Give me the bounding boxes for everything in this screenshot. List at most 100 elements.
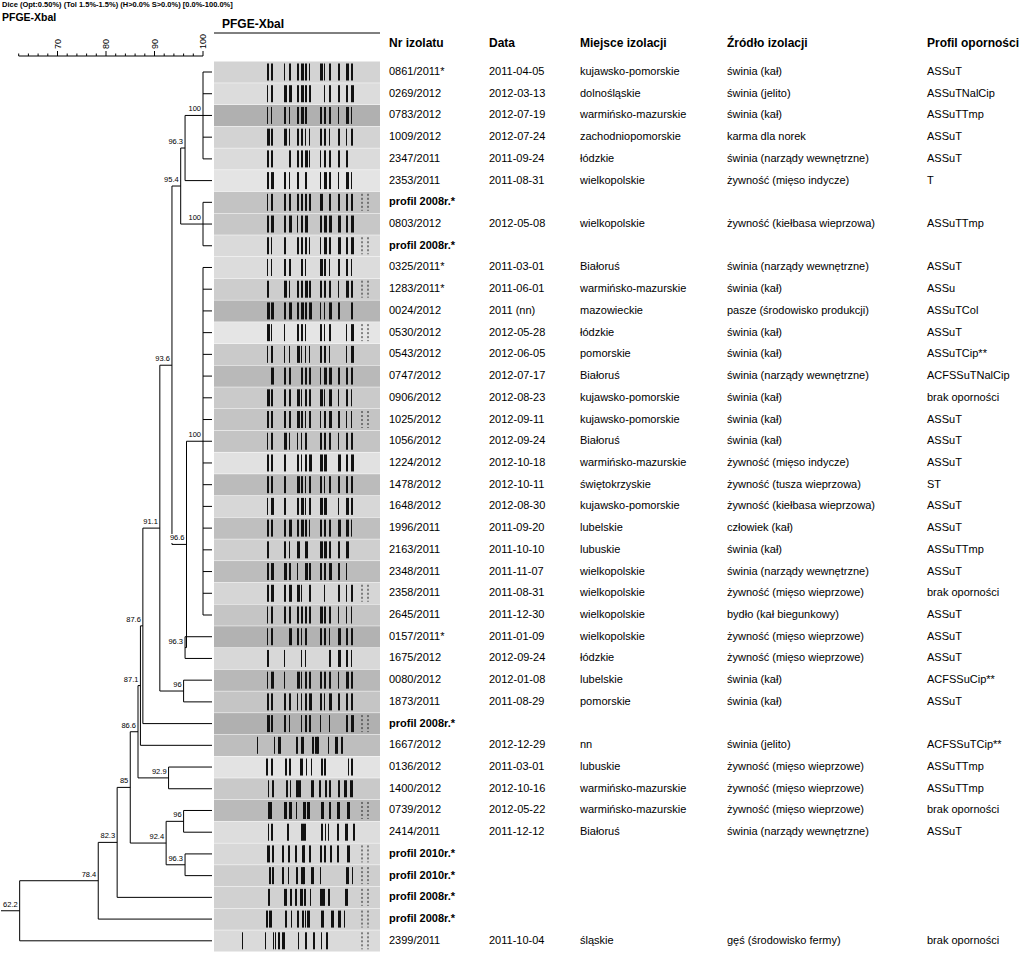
gel-band xyxy=(346,715,348,732)
gel-band xyxy=(297,281,299,298)
gel-band xyxy=(295,845,297,862)
isolate-number: 1996/2011 xyxy=(389,521,440,534)
gel-band xyxy=(351,237,354,254)
gel-band xyxy=(320,541,323,558)
gel-lane xyxy=(214,822,380,843)
gel-band xyxy=(267,107,268,124)
gel-band xyxy=(304,889,306,906)
gel-band xyxy=(346,693,348,710)
similarity-value: 96.3 xyxy=(167,638,184,647)
gel-band xyxy=(345,824,348,841)
gel-lane xyxy=(214,800,380,821)
isolate-number: 2414/2011 xyxy=(389,825,440,838)
gel-band xyxy=(287,824,289,841)
gel-band xyxy=(346,607,347,624)
gel-band xyxy=(309,237,310,254)
gel-band xyxy=(284,889,287,906)
gel-band xyxy=(324,216,327,233)
isolation-source: żywność (mięso indycze) xyxy=(727,456,849,469)
gel-band xyxy=(278,737,281,754)
tree-branch xyxy=(203,484,212,485)
gel-band xyxy=(324,411,326,428)
gel-band xyxy=(305,672,307,689)
isolation-source: świnia (jelito) xyxy=(727,87,791,100)
gel-band xyxy=(289,194,291,211)
gel-band xyxy=(289,216,292,233)
gel-band xyxy=(344,911,345,928)
gel-band xyxy=(351,324,354,341)
gel-lane xyxy=(214,279,380,300)
isolate-number: 0747/2012 xyxy=(389,369,441,382)
resistance-profile: brak oporności xyxy=(927,391,999,404)
gel-band xyxy=(267,585,269,602)
isolation-date: 2011-09-20 xyxy=(489,521,544,534)
gel-band xyxy=(272,780,274,797)
gel-band xyxy=(324,541,327,558)
isolation-place: pomorskie xyxy=(580,347,631,360)
isolate-number: 0157/2011* xyxy=(389,630,444,643)
gel-lane xyxy=(214,366,380,387)
gel-band xyxy=(338,780,340,797)
gel-band xyxy=(271,64,273,81)
gel-band xyxy=(301,693,302,710)
gel-band xyxy=(338,433,339,450)
gel-band xyxy=(267,281,269,298)
gel-band xyxy=(302,911,304,928)
gel-band xyxy=(284,237,286,254)
resistance-profile: ASSuT xyxy=(927,326,962,339)
gel-band xyxy=(338,454,341,471)
isolate-number: 2645/2011 xyxy=(389,608,440,621)
isolation-date: 2012-07-19 xyxy=(489,108,545,121)
isolation-place: Białoruś xyxy=(580,434,620,447)
gel-band xyxy=(271,476,273,493)
gel-band xyxy=(286,780,288,797)
gel-band xyxy=(305,129,306,146)
gel-band xyxy=(267,172,269,189)
gel-band xyxy=(346,650,348,667)
gel-band xyxy=(306,759,307,776)
gel-band xyxy=(271,302,274,319)
resistance-profile: ASSuT xyxy=(927,825,962,838)
gel-band xyxy=(347,845,350,862)
gel-band xyxy=(324,259,326,276)
gel-faint-band xyxy=(368,281,369,298)
tree-branch xyxy=(185,647,186,648)
gel-band xyxy=(338,85,340,102)
gel-band xyxy=(324,759,326,776)
gel-band xyxy=(346,129,347,146)
isolation-date: 2011-11-07 xyxy=(489,565,544,578)
gel-band xyxy=(305,237,307,254)
tree-branch xyxy=(185,875,212,876)
scale-number: 90 xyxy=(150,39,160,49)
gel-band xyxy=(321,824,323,841)
gel-band xyxy=(296,802,297,819)
gel-band xyxy=(269,911,272,928)
isolation-place: warmińsko-mazurskie xyxy=(580,108,686,121)
isolation-source: świnia (kał) xyxy=(727,391,782,404)
gel-faint-band xyxy=(368,845,369,862)
gel-band xyxy=(338,302,340,319)
gel-band xyxy=(328,889,330,906)
isolate-number: 1283/2011* xyxy=(389,282,444,295)
gel-faint-band xyxy=(362,411,363,428)
similarity-value: 96.3 xyxy=(167,138,184,147)
gel-band xyxy=(297,607,299,624)
gel-band xyxy=(297,389,300,406)
gel-band xyxy=(338,476,340,493)
gel-band xyxy=(278,932,280,949)
gel-band xyxy=(324,389,325,406)
gel-lanes xyxy=(214,62,380,952)
gel-band xyxy=(329,85,331,102)
gel-faint-band xyxy=(368,324,369,341)
gel-band xyxy=(289,802,292,819)
gel-band xyxy=(305,64,307,81)
gel-band xyxy=(351,672,353,689)
isolation-source: świnia (kał) xyxy=(727,347,782,360)
gel-band xyxy=(321,802,324,819)
isolate-number: 1675/2012 xyxy=(389,651,441,664)
isolation-place: kujawsko-pomorskie xyxy=(580,391,680,404)
tree-branch xyxy=(160,691,184,692)
tree-branch xyxy=(203,419,212,420)
gel-band xyxy=(324,628,326,645)
gel-band xyxy=(317,737,319,754)
